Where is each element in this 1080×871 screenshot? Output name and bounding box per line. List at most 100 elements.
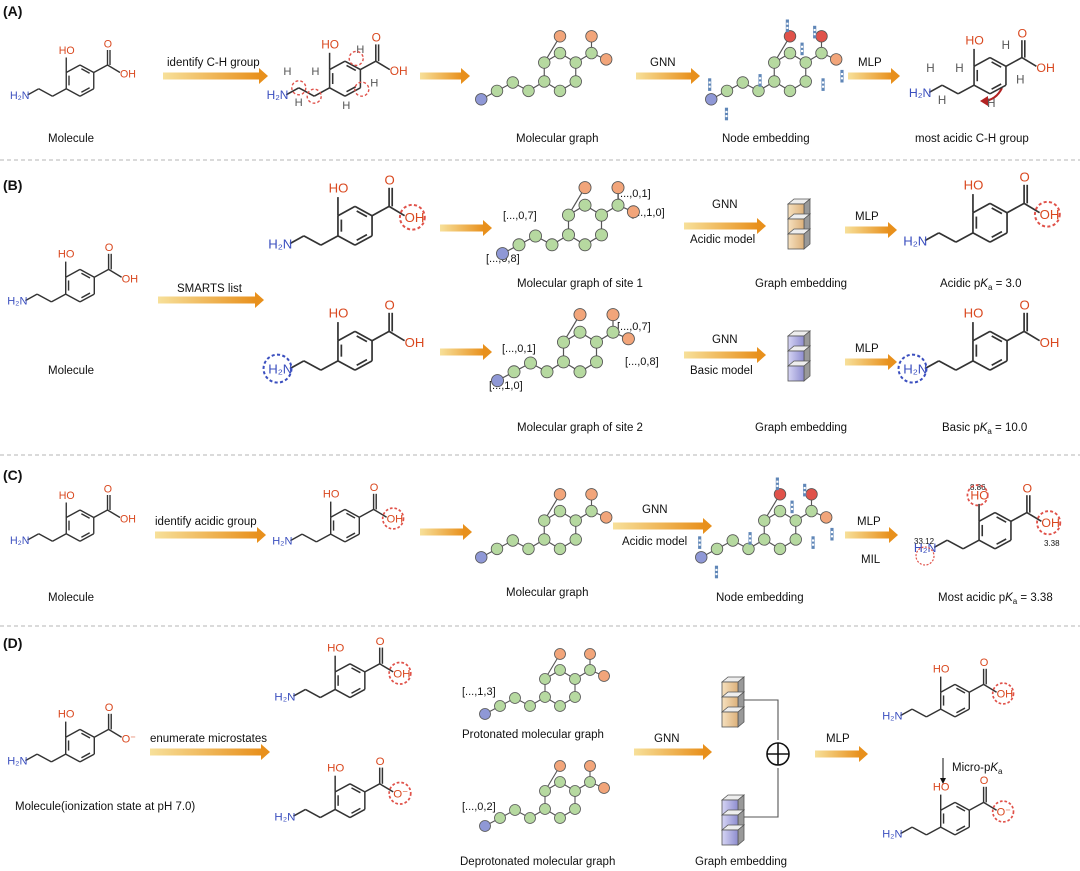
panel-c-value-oh: 8.86 — [970, 483, 986, 492]
panel-d-deprot-index: [...,0,2] — [462, 801, 496, 813]
panel-a-arrow-gnn-shaft — [636, 72, 692, 80]
panel-c-value-nh: 33.12 — [914, 537, 935, 546]
panel-c-graph-node — [553, 488, 567, 501]
site2-graph-embedding — [786, 330, 812, 382]
svg-text:O: O — [372, 31, 381, 45]
panel-a-arrow-gnn — [636, 68, 700, 84]
panel-d-deprot-graph-node — [554, 812, 566, 824]
panel-d-deprot-graph-node — [554, 760, 566, 772]
panel-a-node-graph-node — [783, 30, 797, 43]
panel-c-graph-node — [585, 488, 598, 501]
site2-arrow-gnn — [684, 347, 766, 363]
panel-a-graph-label: Molecular graph — [516, 133, 598, 145]
site2-arrow-gnn-head — [757, 347, 766, 363]
panel-a-node-graph-node — [815, 30, 828, 43]
panel-c-arrow-graph — [420, 524, 472, 540]
process-arrows — [150, 68, 900, 762]
panel-d-deprot-graph-node — [598, 782, 610, 794]
panel-d-prot-graph-node — [539, 691, 551, 703]
panel-d-molecule-label: Molecule(ionization state at pH 7.0) — [15, 801, 195, 813]
panel-a-arrow-gnn-head — [691, 68, 700, 84]
panel-a-arrow-graph-head — [461, 68, 470, 84]
svg-text:H₂N: H₂N — [909, 86, 932, 100]
svg-text:HO: HO — [933, 782, 950, 794]
panel-d-prot-index: [...,1,3] — [462, 686, 496, 698]
site1-graph-node — [611, 181, 625, 195]
panel-a-graph-node — [538, 75, 551, 88]
panel-c-identify-label: identify acidic group — [155, 516, 257, 528]
site2-arrow-graph-shaft — [440, 348, 484, 356]
site2-graph-node — [573, 308, 587, 322]
panel-a-graph-node — [490, 84, 504, 98]
site2-gnn-label: GNN — [712, 334, 738, 346]
svg-text:H₂N: H₂N — [7, 756, 27, 768]
panel-c-model-label: Acidic model — [622, 536, 687, 548]
site1-graph-label: Molecular graph of site 1 — [517, 278, 643, 290]
svg-text:H: H — [311, 66, 319, 78]
panel-a-node-graph-node — [768, 75, 781, 88]
panel-d-deprot-graph-node — [584, 760, 596, 772]
panel-a-graph-node — [553, 84, 567, 98]
panel-c-nh-circle — [915, 546, 935, 566]
site1-model-label: Acidic model — [690, 234, 755, 246]
svg-text:H: H — [938, 94, 946, 107]
panel-a-graph-node — [585, 30, 598, 43]
panel-c-graph — [475, 488, 613, 564]
site1-arrow-mlp-shaft — [845, 226, 889, 234]
svg-text:H: H — [295, 97, 303, 109]
panel-d-deprot-graph-node — [554, 776, 566, 788]
panel-a-molecule-label: Molecule — [48, 133, 94, 145]
panel-c-node-graph-node — [742, 542, 755, 556]
panel-a-node-graph — [705, 19, 844, 121]
panel-a-node-graph-embedding-tag — [800, 42, 804, 56]
panel-d-prot-embedding — [720, 676, 746, 728]
panel-a-graph-node — [553, 30, 567, 43]
svg-text:OH: OH — [997, 688, 1014, 700]
panel-c-arrow-gnn — [613, 518, 712, 534]
panel-d-deprot-graph-node — [494, 812, 506, 824]
svg-text:H₂N: H₂N — [903, 361, 927, 376]
site2-graph-node — [491, 374, 504, 388]
svg-text:H₂N: H₂N — [7, 296, 27, 308]
svg-text:HO: HO — [321, 38, 339, 52]
panel-a-identify-label: identify C-H group — [167, 57, 260, 69]
svg-text:H: H — [342, 100, 350, 112]
acidic-ch-pointer-head — [980, 96, 988, 106]
svg-text:O: O — [980, 657, 989, 669]
svg-text:O: O — [370, 482, 379, 494]
panel-c-arrow-identify — [155, 527, 266, 543]
panel-a-node-graph-node — [799, 75, 812, 88]
site1-graph-node — [595, 208, 608, 222]
panel-c-tag: (C) — [3, 467, 22, 483]
svg-text:HO: HO — [933, 664, 950, 676]
svg-text:HO: HO — [965, 34, 983, 48]
panel-c-arrow-graph-shaft — [420, 528, 464, 536]
svg-text:H: H — [370, 77, 378, 89]
panel-d-deprot-graph-node — [479, 820, 491, 832]
site2-graph-node — [557, 355, 570, 369]
site2-index-c: [...,0,7] — [617, 321, 651, 333]
site1-arrow-graph — [440, 220, 492, 236]
panel-d-prot-graph-node — [554, 648, 566, 660]
svg-text:OH: OH — [387, 513, 404, 525]
site2-graph-node — [606, 308, 620, 322]
panel-a-gnn-label: GNN — [650, 57, 676, 69]
svg-text:H₂N: H₂N — [903, 233, 927, 248]
panel-a-node-graph-node — [752, 84, 765, 98]
panel-a-graph-node — [569, 56, 582, 69]
svg-text:H: H — [987, 97, 995, 110]
panel-c-node-graph-embedding-tag — [748, 532, 752, 545]
panel-d-prot-graph-node — [554, 700, 566, 712]
panel-c-graph-node — [538, 533, 551, 546]
site1-arrow-mlp — [845, 222, 897, 238]
svg-text:H₂N: H₂N — [10, 535, 29, 547]
panel-d-tag: (D) — [3, 635, 22, 651]
panel-d-prot-graph-node — [554, 664, 566, 676]
panel-a-arrow-graph-shaft — [420, 72, 462, 80]
panel-c-node-graph-node — [789, 514, 802, 527]
